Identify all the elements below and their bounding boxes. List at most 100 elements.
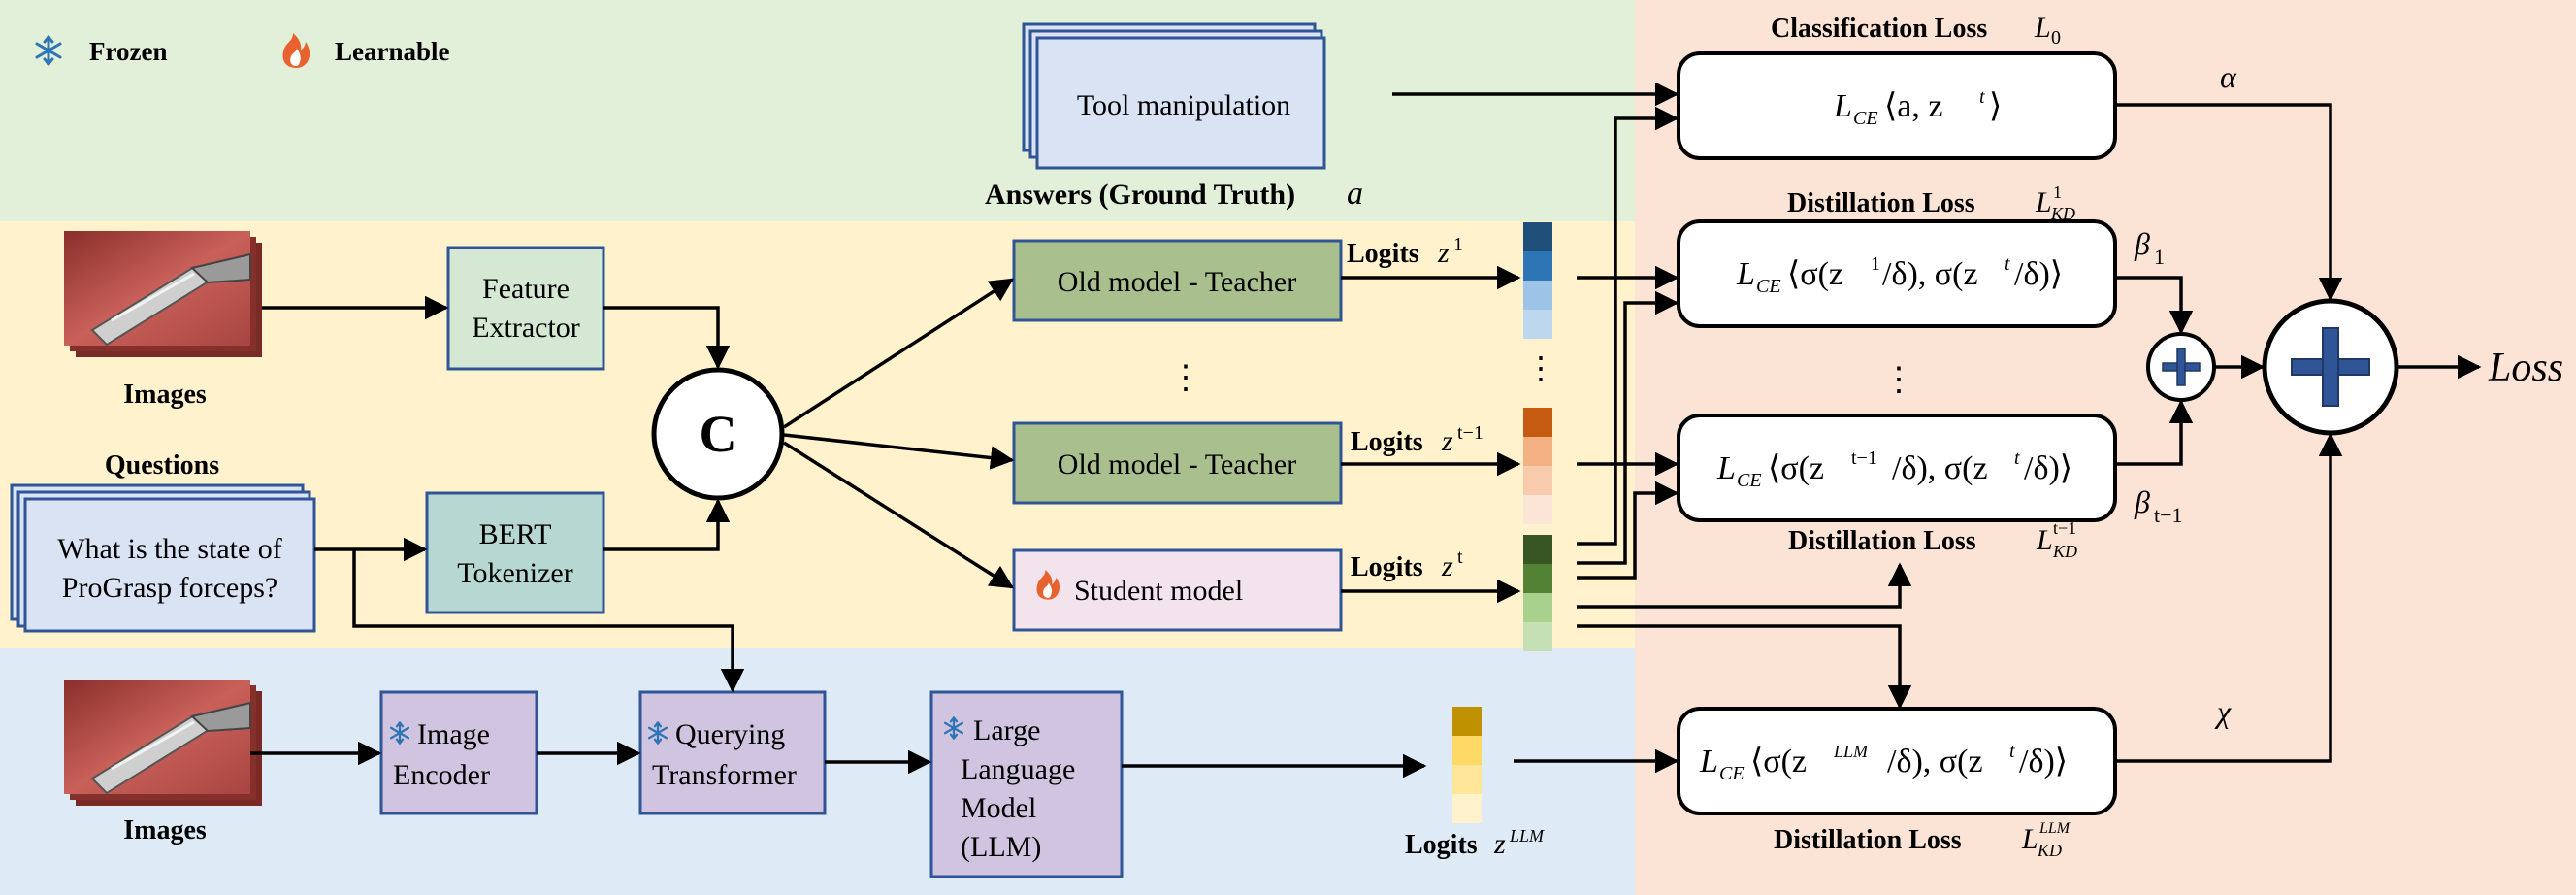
svg-text:L: L (1699, 744, 1718, 779)
images-label-top: Images (123, 380, 207, 410)
svg-text:/δ)⟩: /δ)⟩ (2014, 256, 2063, 292)
teacher-1-logits-cell (1523, 281, 1552, 310)
svg-text:/δ)⟩: /δ)⟩ (2024, 450, 2072, 486)
questions-stack: What is the state of ProGrasp forceps? (10, 483, 316, 633)
qformer-line-1: Querying (675, 718, 785, 750)
svg-text:1: 1 (2154, 245, 2165, 269)
svg-text:L: L (2035, 186, 2052, 218)
loss-output-label: Loss (2488, 346, 2563, 390)
svg-text:L: L (2036, 524, 2053, 556)
surgical-image-bottom (90, 701, 251, 795)
distillation-loss-llm: L CE ⟨σ(z LLM /δ), σ(z t /δ)⟩ Distillati… (1677, 707, 2117, 860)
logit-bars (1452, 222, 1552, 823)
answers-symbol: a (1347, 176, 1363, 212)
svg-text:t: t (2014, 448, 2020, 469)
image-encoder-line-2: Encoder (393, 759, 490, 791)
llm-logits-cell (1452, 736, 1482, 765)
svg-text:z: z (1493, 828, 1506, 860)
svg-text:t−1: t−1 (2053, 518, 2076, 538)
teacher-t1-logits-cell (1523, 437, 1552, 466)
teacher-t1-logits-cell (1523, 408, 1552, 437)
images-stack-bottom (64, 680, 262, 806)
svg-text:CE: CE (1756, 276, 1781, 297)
kd1-title: Distillation Loss (1787, 188, 1975, 218)
small-sum-node (2146, 332, 2216, 402)
svg-text:⟩: ⟩ (1989, 88, 2002, 124)
svg-text:Logits: Logits (1347, 239, 1419, 269)
green-band (0, 0, 1635, 221)
questions-title: Questions (105, 450, 219, 481)
svg-text:1: 1 (1871, 253, 1880, 275)
connectors (250, 82, 2482, 779)
logits-dots: ⋮ (1525, 350, 1556, 385)
concat-symbol: C (700, 405, 737, 463)
feature-extractor-line-1: Feature (482, 273, 570, 305)
teacher-t1-logits-cell (1523, 495, 1552, 524)
llm-logits-cell (1452, 765, 1482, 794)
teacher-t1-label: Old model - Teacher (1058, 448, 1296, 481)
svg-text:t−1: t−1 (2154, 503, 2183, 527)
chi-weight: χ (2214, 694, 2232, 729)
kdt1-title: Distillation Loss (1788, 526, 1976, 556)
legend-frozen-label: Frozen (89, 37, 167, 66)
teacher-1-logits-cell (1523, 251, 1552, 281)
concat-node: C (651, 367, 785, 501)
answer-text: Tool manipulation (1077, 89, 1290, 121)
svg-text:z: z (1441, 550, 1453, 582)
teacher-t1-box: Old model - Teacher (1012, 421, 1343, 505)
svg-text:L: L (1736, 256, 1755, 292)
loss-dots: ⋮ (1882, 362, 1915, 398)
logits-zt1-label: Logits z t−1 (1351, 422, 1484, 457)
svg-text:L: L (1833, 88, 1852, 124)
betat1-weight: β t−1 (2134, 484, 2183, 527)
legend: Frozen Learnable (35, 33, 450, 68)
llm-box: Large Language Model (LLM) (929, 690, 1124, 878)
logits-zt-label: Logits z t (1351, 547, 1463, 582)
image-encoder-line-1: Image (417, 718, 490, 750)
svg-text:β: β (2134, 484, 2150, 519)
svg-text:LLM: LLM (1833, 742, 1869, 761)
teacher-t1-logits-cell (1523, 466, 1552, 495)
logits-z1-label: Logits z 1 (1347, 234, 1463, 269)
teacher-1-logits-cell (1523, 310, 1552, 339)
svg-text:L: L (2021, 823, 2038, 855)
svg-text:KD: KD (2052, 542, 2077, 561)
svg-text:Logits: Logits (1351, 427, 1423, 457)
svg-text:β: β (2134, 226, 2150, 261)
svg-text:/δ), σ(z: /δ), σ(z (1892, 450, 1988, 486)
svg-text:/δ)⟩: /δ)⟩ (2019, 744, 2068, 779)
svg-text:t−1: t−1 (1457, 422, 1484, 444)
large-sum-node (2262, 298, 2399, 436)
qformer-line-2: Transformer (652, 759, 797, 791)
svg-text:Logits: Logits (1405, 830, 1478, 860)
kdllm-title: Distillation Loss (1774, 825, 1962, 855)
cls-formula: ⟨a, z (1884, 88, 1942, 124)
svg-text:Logits: Logits (1351, 552, 1423, 582)
svg-text:L: L (2034, 12, 2051, 44)
teacher-1-box: Old model - Teacher (1012, 239, 1343, 322)
student-box: Student model (1012, 548, 1343, 632)
svg-text:t: t (1979, 86, 1985, 108)
svg-text:1: 1 (1453, 234, 1463, 255)
svg-text:1: 1 (2053, 182, 2062, 202)
student-logits-cell (1523, 622, 1552, 651)
svg-text:LLM: LLM (2038, 820, 2071, 837)
svg-text:LLM: LLM (1509, 826, 1545, 845)
distillation-loss-t1: L CE ⟨σ(z t−1 /δ), σ(z t /δ)⟩ Distillati… (1677, 414, 2117, 561)
svg-text:KD: KD (2037, 841, 2062, 860)
surgical-image-top (90, 252, 251, 347)
svg-text:z: z (1437, 237, 1450, 269)
legend-learnable-label: Learnable (335, 37, 450, 66)
answers-stack: Tool manipulation (1022, 22, 1326, 170)
svg-text:0: 0 (2051, 27, 2061, 49)
teacher-dots: ⋮ (1169, 360, 1202, 396)
svg-text:CE: CE (1719, 763, 1745, 784)
answers-caption: Answers (Ground Truth) (985, 179, 1295, 211)
image-encoder-box: Image Encoder (379, 690, 538, 815)
svg-text:⟨σ(z: ⟨σ(z (1750, 744, 1807, 779)
svg-text:L: L (1716, 450, 1736, 486)
svg-text:⟨σ(z: ⟨σ(z (1768, 450, 1824, 486)
images-stack-top (64, 231, 262, 357)
llm-line-1: Large (973, 714, 1040, 746)
cls-title: Classification Loss (1771, 14, 1987, 44)
